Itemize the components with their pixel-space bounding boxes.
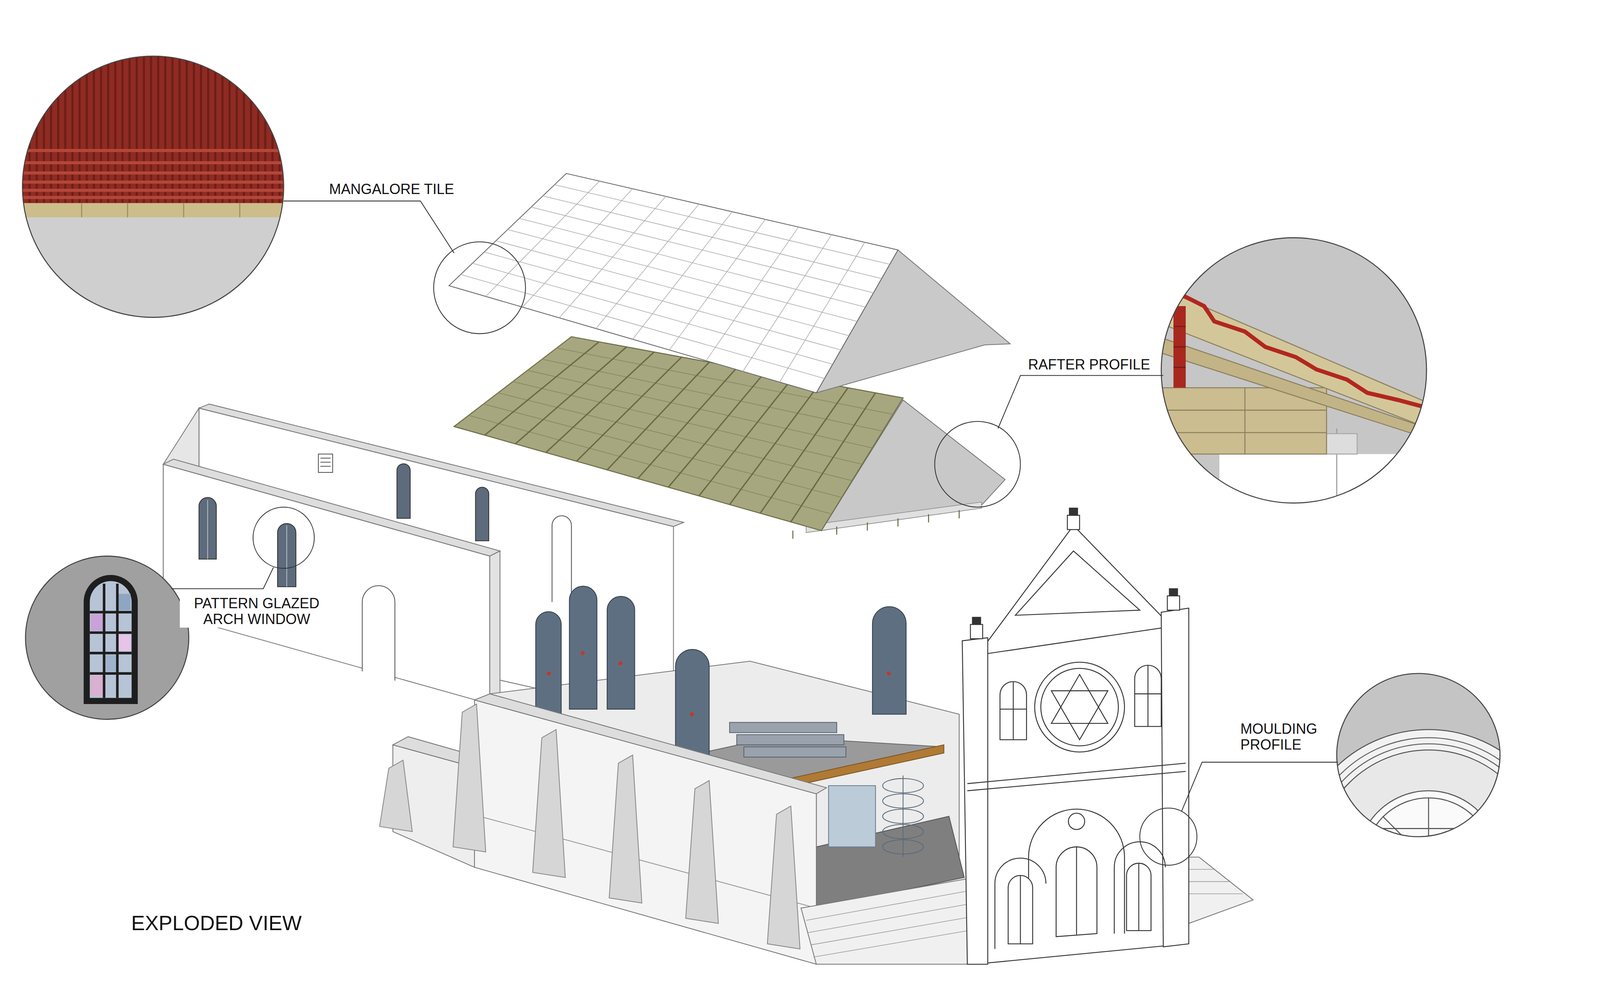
callout-label: MANGALORE TILE (327, 180, 456, 199)
tile-layer (449, 173, 1011, 393)
callout-label: PATTERN GLAZED ARCH WINDOW (179, 594, 334, 628)
drawing-title: EXPLODED VIEW (129, 911, 304, 936)
rafter-detail (1152, 229, 1439, 516)
synagogue-facade (962, 508, 1189, 965)
window-detail (20, 550, 195, 725)
callout-label: RAFTER PROFILE (1026, 356, 1152, 374)
leader-lines (171, 201, 1338, 866)
callout-label: MOULDING PROFILE (1238, 720, 1319, 754)
tile-detail (20, 51, 286, 327)
lower-building (379, 586, 1254, 965)
moulding-detail (1295, 668, 1562, 996)
